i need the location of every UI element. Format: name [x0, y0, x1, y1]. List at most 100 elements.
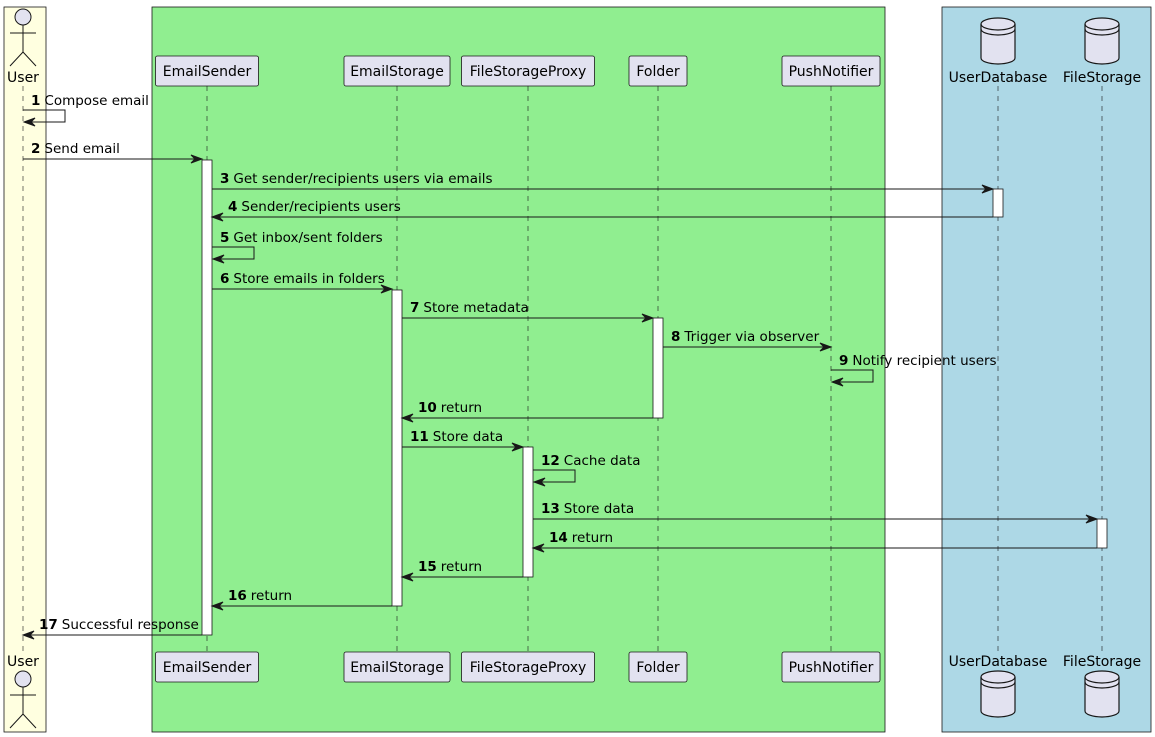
participant-label: EmailSender [163, 64, 252, 80]
participant-label: EmailStorage [350, 64, 444, 80]
actor-head [14, 8, 32, 26]
message-text: Cache data [564, 453, 641, 469]
participant-box [781, 651, 881, 683]
activation-file-storage-proxy [522, 446, 534, 578]
message-number: 1 [31, 93, 40, 109]
participant-file-storage-proxy-top: FileStorageProxy [461, 55, 595, 87]
message-number: 7 [410, 300, 419, 316]
message-number: 11 [410, 429, 429, 445]
arrow-head [641, 313, 655, 323]
participant-file-storage-proxy-bottom: FileStorageProxy [461, 651, 595, 683]
message-number: 12 [541, 453, 560, 469]
message-number: 2 [31, 141, 40, 157]
participant-label: UserDatabase [949, 654, 1048, 670]
actor-icon [9, 8, 37, 67]
message-number: 16 [228, 588, 247, 604]
message-number: 14 [549, 530, 568, 546]
message-number: 6 [220, 271, 229, 287]
message-text: Notify recipient users [852, 353, 996, 369]
participant-email-storage-top: EmailStorage [343, 55, 451, 87]
participant-push-notifier-top: PushNotifier [781, 55, 881, 87]
participant-box [628, 651, 688, 683]
participant-label: FileStorageProxy [470, 64, 587, 80]
message-text: Sender/recipients users [241, 199, 400, 215]
message-text: Compose email [44, 93, 149, 109]
participant-user-database-bottom: UserDatabase [949, 654, 1048, 718]
actor-head [14, 670, 32, 688]
box-services [151, 6, 886, 733]
participant-folder-bottom: Folder [628, 651, 688, 683]
participant-label: Folder [636, 64, 680, 80]
arrow-head [210, 601, 224, 611]
message-text: return [251, 588, 292, 604]
message-arrow [831, 369, 874, 383]
arrow-head [400, 572, 414, 582]
database-icon [1084, 670, 1120, 718]
participant-box [781, 55, 881, 87]
message-text: Store emails in folders [233, 271, 384, 287]
participant-label: EmailSender [163, 660, 252, 676]
arrow-head [22, 117, 36, 127]
database-rim [980, 676, 1016, 684]
participant-file-storage-top: FileStorage [1063, 17, 1141, 86]
participant-label: User [7, 654, 39, 670]
participant-label: PushNotifier [789, 660, 874, 676]
participant-box [343, 55, 451, 87]
message-number: 15 [418, 559, 437, 575]
actor-icon [9, 670, 37, 729]
arrow-head [531, 543, 545, 553]
message-text: Store data [433, 429, 503, 445]
activation-user-database [992, 188, 1004, 218]
arrow-head [511, 442, 525, 452]
participant-user-bottom: User [7, 654, 39, 729]
participant-box [343, 651, 451, 683]
participant-folder-top: Folder [628, 55, 688, 87]
database-icon [980, 670, 1016, 718]
box-user [3, 6, 47, 733]
message-text: Successful response [62, 617, 199, 633]
participant-label: UserDatabase [949, 70, 1048, 86]
message-number: 10 [418, 400, 437, 416]
arrow-head [380, 284, 394, 294]
message-number: 13 [541, 501, 560, 517]
message-number: 8 [671, 329, 680, 345]
message-text: Send email [44, 141, 120, 157]
actor-legs [9, 713, 37, 729]
database-rim [1084, 23, 1120, 31]
activation-email-storage [391, 289, 403, 607]
database-rim [980, 681, 1016, 689]
database-body [1084, 670, 1120, 718]
message-text: return [441, 559, 482, 575]
participant-box [155, 55, 259, 87]
message-text: Store metadata [423, 300, 528, 316]
message-arrow [533, 469, 576, 483]
participant-label: EmailStorage [350, 660, 444, 676]
actor-legs [9, 51, 37, 67]
message-text: return [572, 530, 613, 546]
participant-email-sender-bottom: EmailSender [155, 651, 259, 683]
participant-box [628, 55, 688, 87]
message-text: Get sender/recipients users via emails [233, 171, 492, 187]
